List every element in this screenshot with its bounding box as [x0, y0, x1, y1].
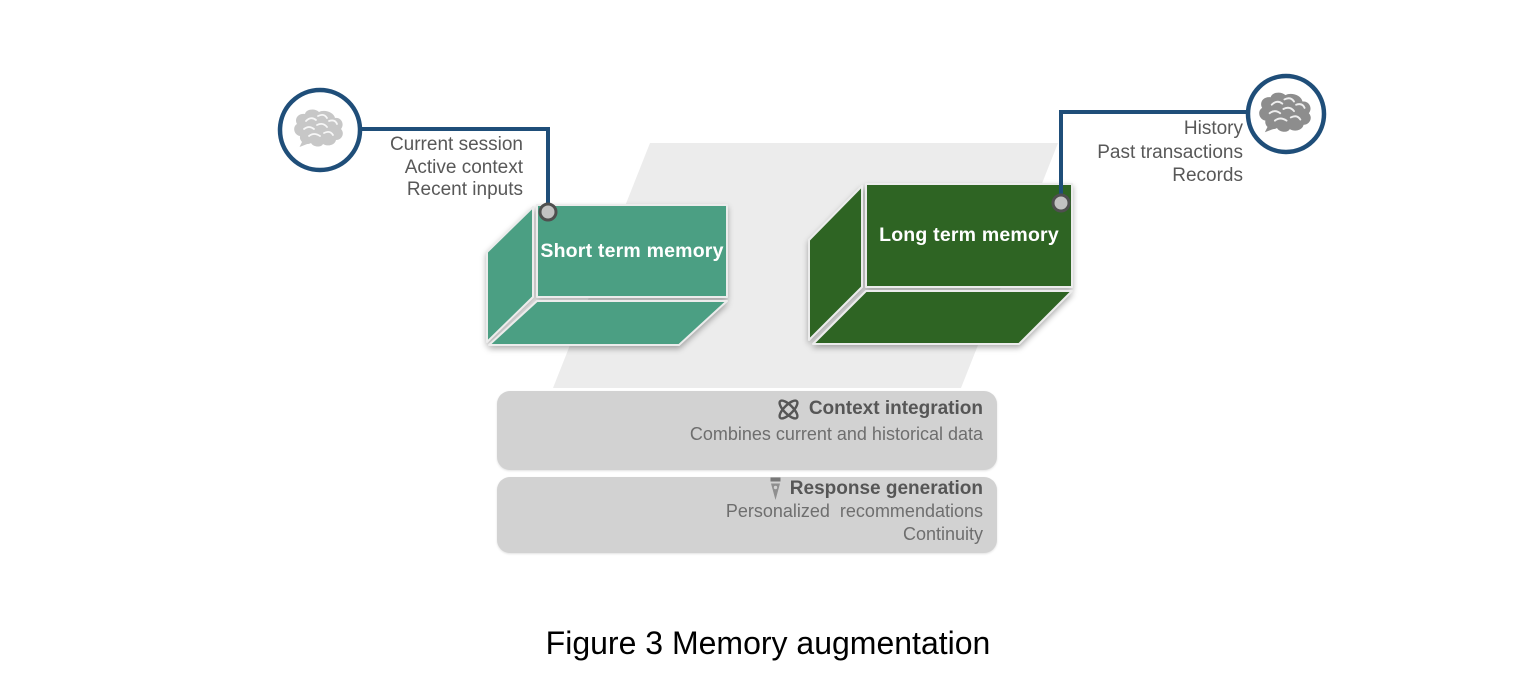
short-term-memory-box [486, 204, 728, 346]
long-term-memory-box [808, 183, 1073, 345]
annotation-line: Past transactions [1097, 141, 1243, 163]
connector-dot [1051, 193, 1071, 213]
short-term-memory-label: Short term memory [540, 239, 724, 262]
long-term-box-left-face [808, 185, 863, 341]
short-term-box-front-face [536, 204, 728, 298]
short-term-box-bottom-face [488, 300, 728, 346]
long-term-annotation-list: History Past transactions Records [1097, 117, 1243, 188]
short-term-box-left-face [486, 206, 534, 343]
left-connector-line [358, 127, 550, 205]
process-description: Personalized recommendations [725, 501, 983, 521]
connector-dot [538, 202, 558, 222]
long-term-box-front-face [865, 183, 1073, 288]
annotation-line: Current session [389, 134, 523, 155]
annotation-line: Recent inputs [406, 179, 523, 200]
process-title: Response generation [789, 478, 983, 499]
process-description: Combines current and historical data [689, 424, 983, 444]
process-context-integration: Context integration Combines current and… [497, 391, 997, 470]
short-term-annotation-list: Current session Active context Recent in… [390, 134, 523, 202]
figure-caption: Figure 3 Memory augmentation [545, 625, 991, 661]
long-term-box-bottom-face [812, 290, 1073, 345]
annotation-line: History [1183, 118, 1243, 139]
annotation-line: Records [1172, 165, 1243, 186]
process-description: Continuity [902, 524, 983, 544]
right-connector-line [1059, 110, 1250, 196]
pen-nib-icon [770, 477, 781, 500]
process-response-generation: Response generation Personalized recomme… [497, 477, 997, 553]
long-term-memory-label: Long term memory [879, 224, 1059, 246]
process-title-row: Context integration [497, 396, 983, 423]
process-title-row: Response generation [497, 477, 983, 500]
process-title: Context integration [808, 398, 983, 419]
integration-knot-icon [778, 399, 799, 420]
annotation-line: Active context [404, 156, 523, 178]
